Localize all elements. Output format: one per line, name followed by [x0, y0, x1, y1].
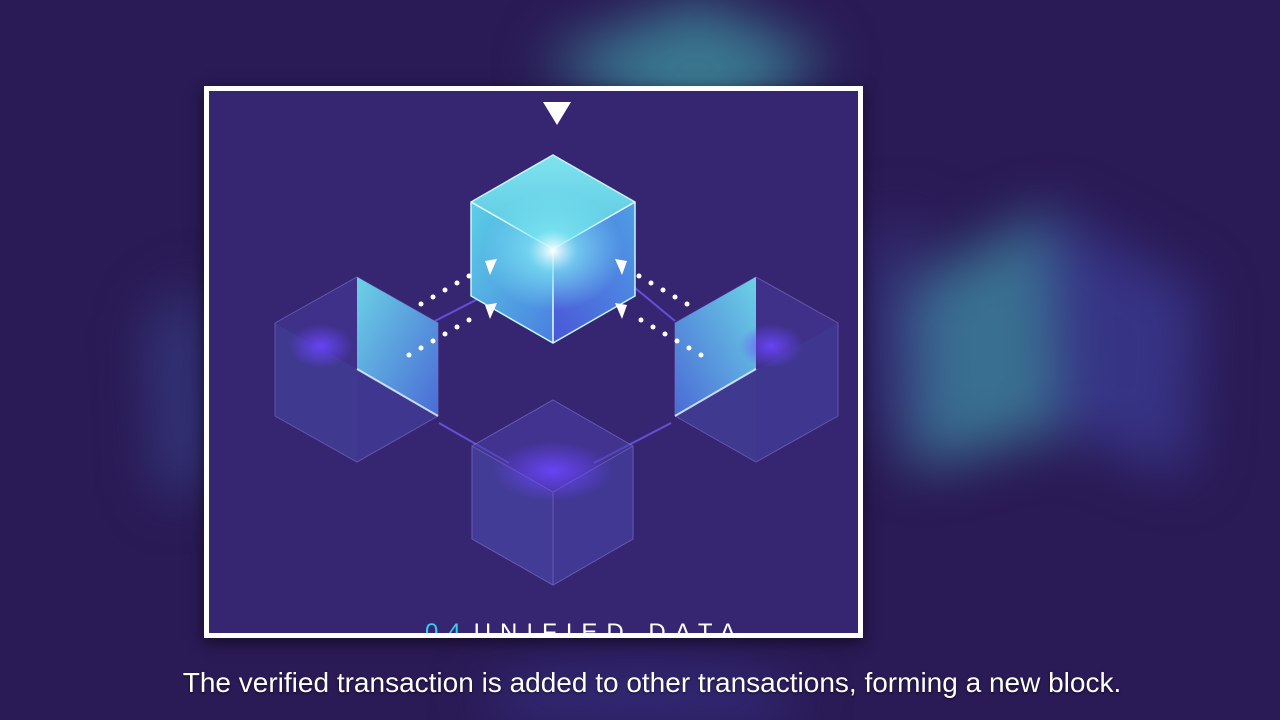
arrow-up-left-icon	[485, 259, 497, 275]
caption-subtitle: The verified transaction is added to oth…	[182, 667, 1122, 698]
left-cube	[274, 276, 439, 463]
dotted-transfer-paths	[406, 273, 704, 358]
arrow-up-right-icon	[615, 259, 627, 275]
section-number: 04	[425, 619, 470, 638]
arrow-up-right-icon	[615, 303, 627, 319]
section-title: UNIFIED DATA	[473, 619, 745, 638]
right-cube	[674, 276, 839, 463]
arrow-up-left-icon	[485, 303, 497, 319]
top-cube	[470, 154, 636, 344]
down-triangle-icon	[543, 102, 571, 125]
